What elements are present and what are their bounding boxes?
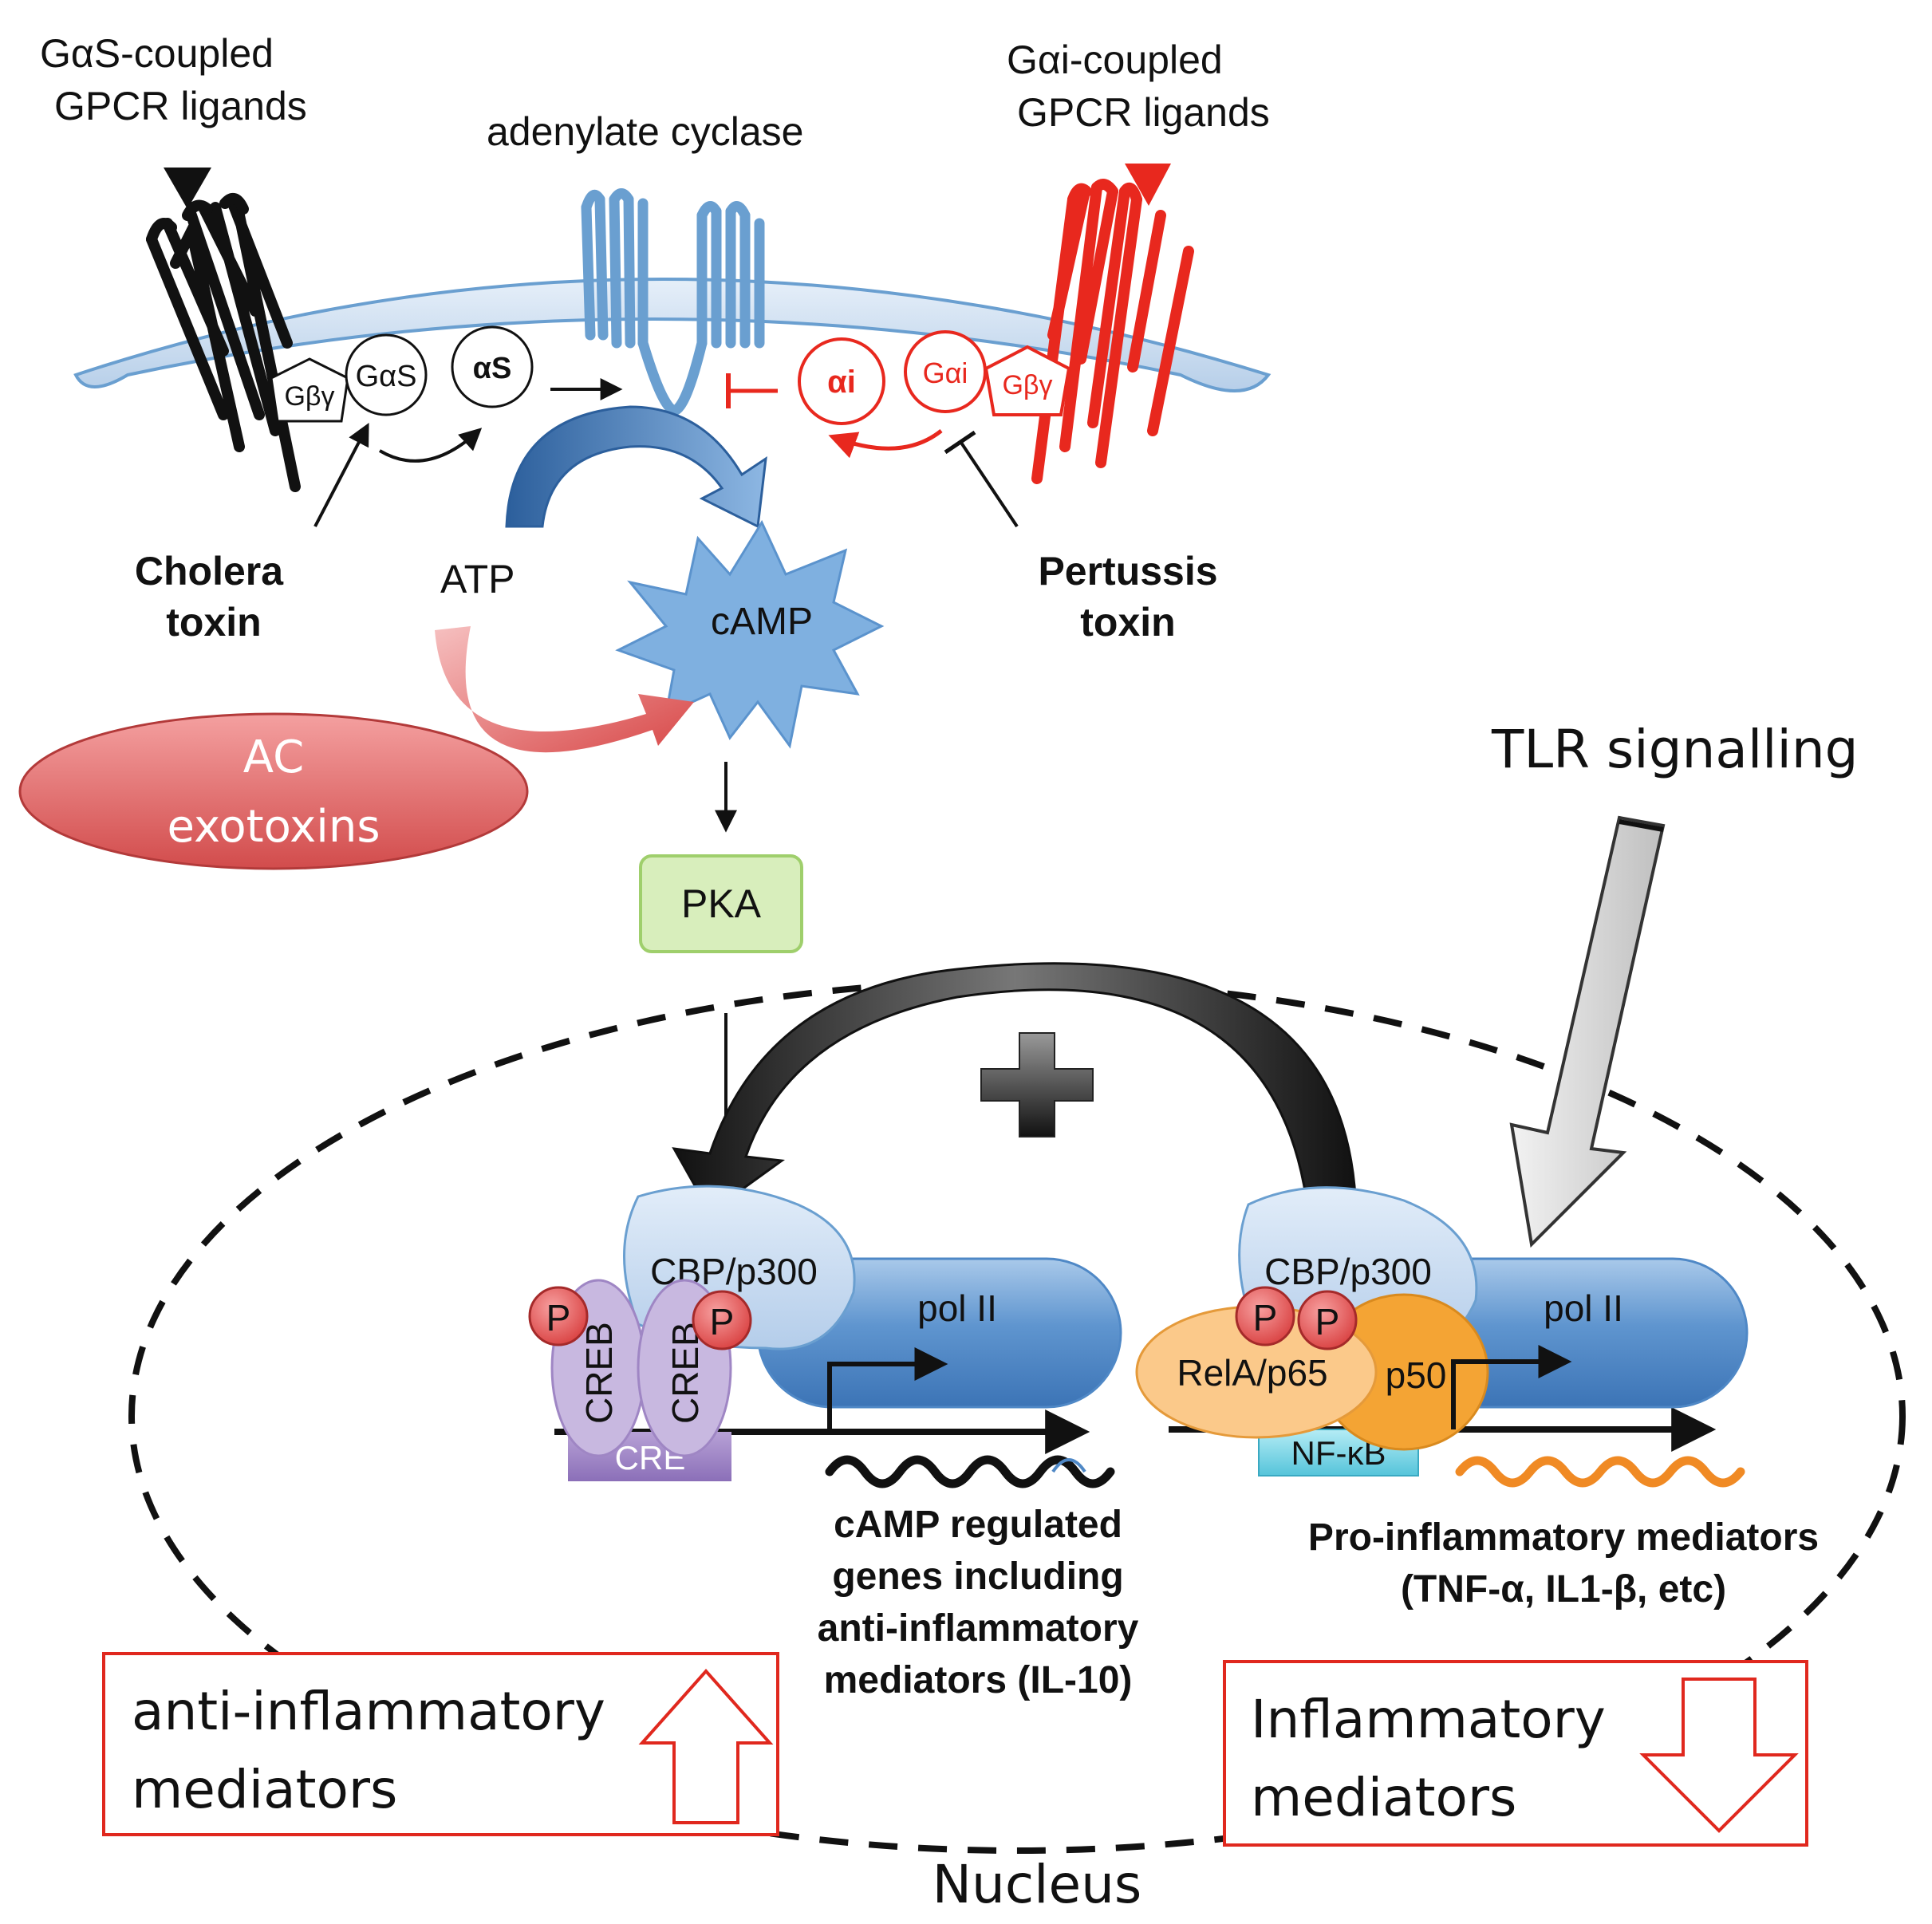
right-cbp-label: CBP/p300 [1264,1251,1432,1292]
phospho-right-2-label: P [1315,1301,1340,1342]
gbg-right-label: Gβγ [1002,370,1052,400]
cholera-toxin-line2: toxin [166,600,261,645]
gas-ligands-line1: GαS-coupled [40,31,274,76]
pro-inflammatory-line2: (TNF-α, IL1-β, etc) [1401,1568,1726,1611]
gai-activation-arrow [828,429,943,459]
gas-label: GαS [356,360,417,393]
gas-gpcr-receptor [146,192,301,492]
gai-ligands-line1: Gαi-coupled [1007,37,1223,82]
pka-label: PKA [681,881,762,926]
camp-genes-line1: cAMP regulated [834,1504,1122,1546]
anti-box-line2: mediators [132,1759,397,1820]
gas-circle [345,333,428,416]
phospho-right-1 [1235,1286,1295,1346]
right-pol-ii-label: pol II [1544,1287,1623,1329]
left-pol-ii-label: pol II [917,1287,997,1329]
pro-inflammatory-line1: Pro-inflammatory mediators [1308,1516,1819,1559]
gai-label: Gαi [923,357,968,389]
gas-ligands-line2: GPCR ligands [54,84,307,128]
pertussis-inhibition-bar [944,430,976,455]
ac-exotoxins-ellipse [18,712,529,870]
alpha-i-circle [798,337,885,425]
camp-genes-line4: mediators (IL-10) [824,1659,1133,1701]
left-mrna-wave-end [1051,1458,1086,1473]
tlr-signalling-label: TLR signalling [1491,719,1859,780]
gbg-left-label: Gβγ [284,381,334,412]
phospho-right-2 [1297,1290,1358,1350]
alpha-i-label: αi [827,365,856,400]
ac-exotoxins-line1: AC [243,731,304,783]
plus-sign [980,1032,1094,1137]
inflam-box-line1: Inflammatory [1251,1689,1606,1750]
camp-genes-line2: genes including [832,1555,1123,1598]
cbp-crosstalk-arc [672,962,1358,1215]
gbg-left-pentagon [270,357,349,423]
pertussis-toxin-line2: toxin [1080,600,1175,645]
left-mrna-wave [825,1455,1115,1488]
gas-activation-arrow [378,428,483,463]
gas-ligand-triangle [164,168,211,209]
phospho-left-2-label: P [710,1301,735,1342]
gai-gpcr-receptor [1031,179,1194,484]
gai-ligand-triangle [1125,164,1171,206]
up-arrow-icon [638,1668,774,1824]
atp-label: ATP [440,557,515,601]
down-arrow-icon [1639,1678,1799,1833]
nucleus-boundary [128,978,1906,1854]
camp-genes-line3: anti-inflammatory [818,1607,1139,1650]
gai-ligands-line2: GPCR ligands [1017,90,1270,135]
ac-exotoxins-line2: exotoxins [167,801,380,853]
right-transcription-start [1451,1345,1572,1429]
phospho-right-1-label: P [1253,1297,1278,1339]
gbg-right-pentagon [984,345,1071,416]
right-mrna-wave [1455,1456,1745,1488]
inflam-box-line2: mediators [1251,1767,1516,1828]
cholera-toxin-line1: Cholera [135,549,284,593]
left-transcription-start [827,1347,948,1432]
camp-label: cAMP [711,601,813,643]
pka-box [639,854,803,953]
tlr-arrow-cap [1619,819,1664,832]
tlr-signalling-arrow [1509,815,1666,1248]
alpha-s-circle [451,325,534,408]
anti-box-line1: anti-inflammatory [132,1681,605,1742]
adenylate-cyclase-label: adenylate cyclase [487,109,803,154]
ac-exotoxin-arrow [435,626,694,753]
pertussis-inhibition-line [960,441,1019,528]
creb-left-label: CREB [578,1322,620,1424]
rela-p65-label: RelA/p65 [1177,1352,1327,1394]
cholera-toxin-arrow [313,423,369,527]
phospho-left-1-label: P [546,1297,571,1339]
phospho-left-2 [692,1290,752,1350]
phospho-left-1 [528,1286,589,1346]
pertussis-toxin-line1: Pertussis [1038,549,1217,593]
adenylate-cyclase-protein [581,188,765,416]
nucleus-label: Nucleus [932,1854,1142,1915]
alpha-s-label: αS [473,352,512,385]
camp-starburst [615,519,885,749]
p50-label: p50 [1386,1354,1447,1396]
atp-to-camp-curve [505,405,767,529]
